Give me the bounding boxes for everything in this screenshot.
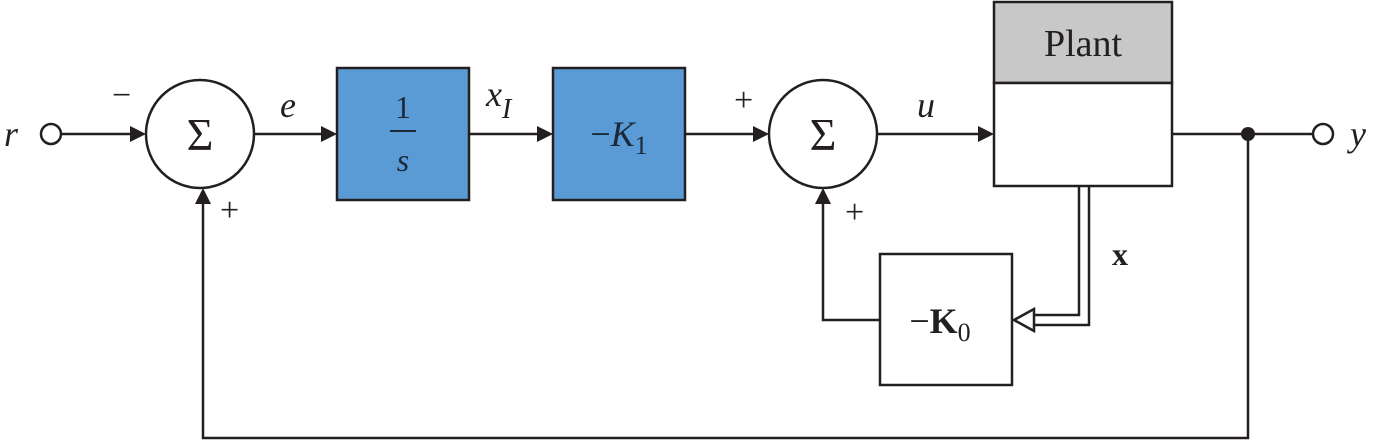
wire-state-x-inner xyxy=(1032,187,1091,327)
arrowhead-feedback-into-sum1 xyxy=(195,188,211,204)
arrowhead-into-sum2 xyxy=(753,126,769,142)
gain-k1-box xyxy=(551,66,687,202)
gain-k0-box xyxy=(878,252,1014,387)
hollow-arrowhead-into-k0 xyxy=(1011,306,1036,334)
gain-k0-subscript: 0 xyxy=(958,318,971,347)
input-terminal xyxy=(39,122,63,146)
gain-k1-minus: − xyxy=(590,114,610,154)
label-xI-base: x xyxy=(485,74,502,114)
gain-k0-symbol: K xyxy=(930,301,958,341)
sign-sum1-plus: + xyxy=(220,192,239,229)
arrowhead-k0-into-sum2 xyxy=(815,188,831,204)
output-terminal xyxy=(1311,122,1335,146)
integrator-block: 1 s xyxy=(335,66,471,202)
summing-junction-2: Σ xyxy=(767,78,879,190)
gain-k1-symbol: K xyxy=(610,114,637,154)
sum1-sigma: Σ xyxy=(187,109,214,160)
arrowhead-into-integrator xyxy=(321,126,337,142)
sign-sum1-minus: − xyxy=(112,77,131,114)
plant-body xyxy=(992,81,1174,188)
takeoff-junction-dot xyxy=(1241,127,1255,141)
label-r: r xyxy=(4,114,19,154)
arrowhead-into-sum1 xyxy=(130,126,146,142)
label-xI: xI xyxy=(485,74,513,125)
wire-k0-to-sum2 xyxy=(821,201,880,322)
wire-outer-feedback xyxy=(201,134,1250,440)
arrowhead-into-plant xyxy=(978,126,994,142)
integrator-box xyxy=(335,66,471,202)
label-y: y xyxy=(1347,114,1366,154)
label-state-x: x xyxy=(1112,236,1128,272)
integrator-denominator: s xyxy=(397,142,409,178)
plant-title: Plant xyxy=(1044,23,1123,65)
integrator-numerator: 1 xyxy=(395,89,411,125)
sum2-sigma: Σ xyxy=(810,109,837,160)
label-u: u xyxy=(917,85,935,125)
arrowheads xyxy=(130,126,1036,334)
sign-sum2-plus-left: + xyxy=(734,82,753,119)
wire-state-x-outer xyxy=(1032,187,1081,317)
gain-k1-label: −K1 xyxy=(590,114,647,160)
gain-k1-block: −K1 xyxy=(551,66,687,202)
label-xI-subscript: I xyxy=(501,94,513,125)
plant-block: Plant xyxy=(992,0,1174,188)
arrowhead-into-gain1 xyxy=(537,126,553,142)
label-e: e xyxy=(280,85,296,125)
sign-sum2-plus-bottom: + xyxy=(845,194,864,231)
summing-junction-1: Σ xyxy=(144,78,256,190)
gain-k0-label: −K0 xyxy=(909,301,970,347)
gain-k0-block: −K0 xyxy=(878,252,1014,387)
gain-k0-minus: − xyxy=(909,301,929,341)
gain-k1-subscript: 1 xyxy=(635,131,648,160)
